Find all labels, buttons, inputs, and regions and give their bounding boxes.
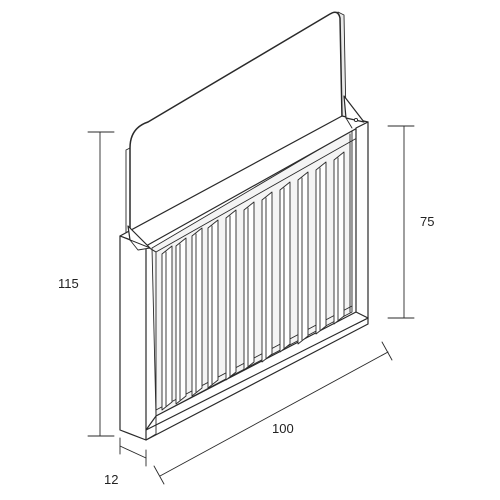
dimension-label-75: 75 [420,214,434,229]
dimension-label-100: 100 [272,421,294,436]
dimension-depth [119,437,147,467]
dimension-label-115: 115 [58,276,79,291]
support-bracket-right [343,95,365,129]
back-panel [125,11,347,247]
support-bracket-left [127,225,151,251]
dimension-width [153,341,393,485]
dimension-label-12: 12 [104,472,118,487]
dimension-height-total [87,131,115,437]
divider-fins [161,151,345,411]
dimension-height-box [387,125,415,319]
